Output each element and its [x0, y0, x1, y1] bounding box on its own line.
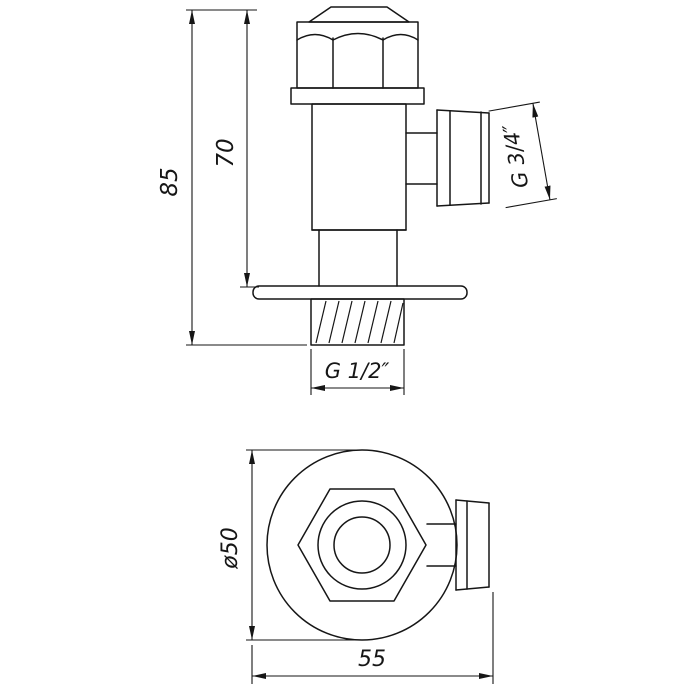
dim-d50-label: ø50	[218, 527, 243, 569]
hex-outline	[297, 488, 427, 602]
dim-g12-label: G 1/2″	[325, 359, 390, 383]
cap-top	[308, 6, 410, 23]
outer-circle	[266, 449, 458, 641]
dim-70: 70	[213, 10, 259, 288]
dim-d50: ø50	[218, 449, 358, 641]
dim-55-label: 55	[358, 647, 386, 672]
inner-circle-small	[333, 516, 391, 574]
valve-body	[311, 103, 407, 231]
side-outlet	[405, 109, 490, 207]
inner-circle-large	[317, 500, 407, 590]
dim-g34-label: G 3/4″	[498, 122, 533, 190]
dim-70-label: 70	[213, 138, 239, 167]
dim-55: 55	[251, 592, 494, 684]
dim-85: 85	[157, 9, 307, 346]
bottom-view-dimensions: ø50 55	[218, 449, 494, 684]
dim-85-label: 85	[157, 167, 183, 196]
collar	[290, 87, 425, 105]
front-view	[252, 6, 490, 346]
bottom-view	[266, 449, 490, 641]
side-outlet-plan	[426, 499, 490, 591]
threaded-stem	[310, 298, 405, 346]
dim-g34: G 3/4″	[488, 101, 557, 209]
hex-cap	[296, 21, 419, 89]
wall-plate	[252, 285, 468, 300]
dim-g12: G 1/2″	[310, 349, 405, 395]
lower-tube	[311, 229, 407, 287]
